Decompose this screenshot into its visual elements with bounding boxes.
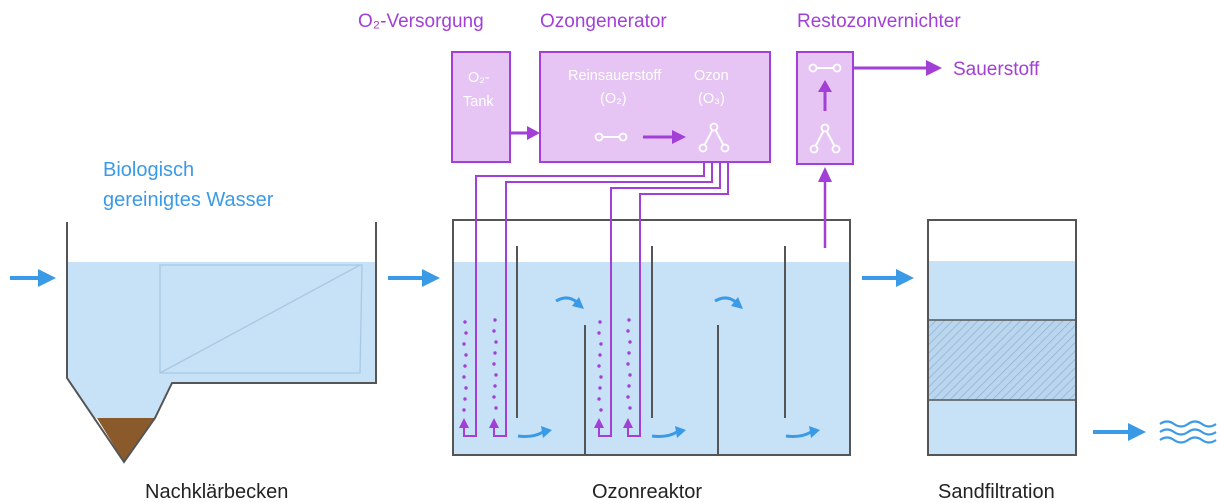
ozone-generator-box: Reinsauerstoff (O₂) Ozon (O₃) [539, 51, 771, 163]
ozone-reactor-label: Ozonreaktor [592, 481, 702, 503]
ozone-label-line2: (O₃) [698, 91, 725, 107]
o2-tank-label-line2: Tank [463, 94, 494, 110]
ozone-generator-label: Ozongenerator [540, 11, 667, 32]
o2-molecule-icon [808, 63, 842, 73]
off-gas-pipe [818, 167, 832, 248]
sand-layer [928, 320, 1076, 400]
bio-water-label-line2: gereinigtes Wasser [103, 189, 274, 211]
oxygen-output-arrow [853, 60, 942, 76]
o3-molecule-icon [809, 123, 841, 154]
sand-filter-tank [927, 219, 1077, 456]
pipe-outlet-arrows [459, 418, 633, 428]
sludge-hopper [97, 418, 155, 462]
oxygen-output-label: Sauerstoff [953, 59, 1040, 80]
flow-arrow-icon [388, 269, 440, 287]
o2-tank-box: O₂- Tank [451, 51, 511, 163]
water-flow-arrow-icon [785, 426, 820, 438]
water-flow-arrow-icon [714, 296, 743, 309]
water-waves-icon [1159, 420, 1217, 444]
pure-oxygen-label-line1: Reinsauerstoff [568, 68, 662, 84]
water-flow-arrow-icon [517, 426, 552, 438]
ozone-bubbles [462, 318, 632, 412]
o2-tank-label-line1: O₂- [468, 70, 490, 86]
water-flow-arrow-icon [651, 426, 686, 438]
secondary-clarifier-tank [66, 222, 377, 464]
conversion-arrow-icon [643, 130, 686, 144]
sand-filtration-label: Sandfiltration [938, 481, 1055, 503]
o2-molecule-icon [594, 132, 628, 142]
residual-ozone-destroyer-box [796, 51, 854, 165]
outflow-arrow-icon [1093, 423, 1146, 441]
ozone-pipes [463, 162, 729, 437]
flow-arrow-icon [862, 269, 914, 287]
residual-ozone-destroyer-label: Restozonvernichter [797, 11, 961, 32]
bio-water-label-line1: Biologisch [103, 159, 194, 181]
ozone-label-line1: Ozon [694, 68, 729, 84]
tank-to-generator-arrow [510, 126, 540, 140]
o2-supply-label: O₂-Versorgung [358, 11, 484, 32]
water-flow-arrow-icon [555, 296, 584, 309]
secondary-clarifier-label: Nachklärbecken [145, 481, 288, 503]
inflow-arrow-icon [10, 269, 56, 287]
pure-oxygen-label-line2: (O₂) [600, 91, 627, 107]
arrow-up-icon [818, 80, 832, 111]
ozone-reactor-tank [452, 219, 851, 456]
o3-molecule-icon [698, 122, 730, 153]
